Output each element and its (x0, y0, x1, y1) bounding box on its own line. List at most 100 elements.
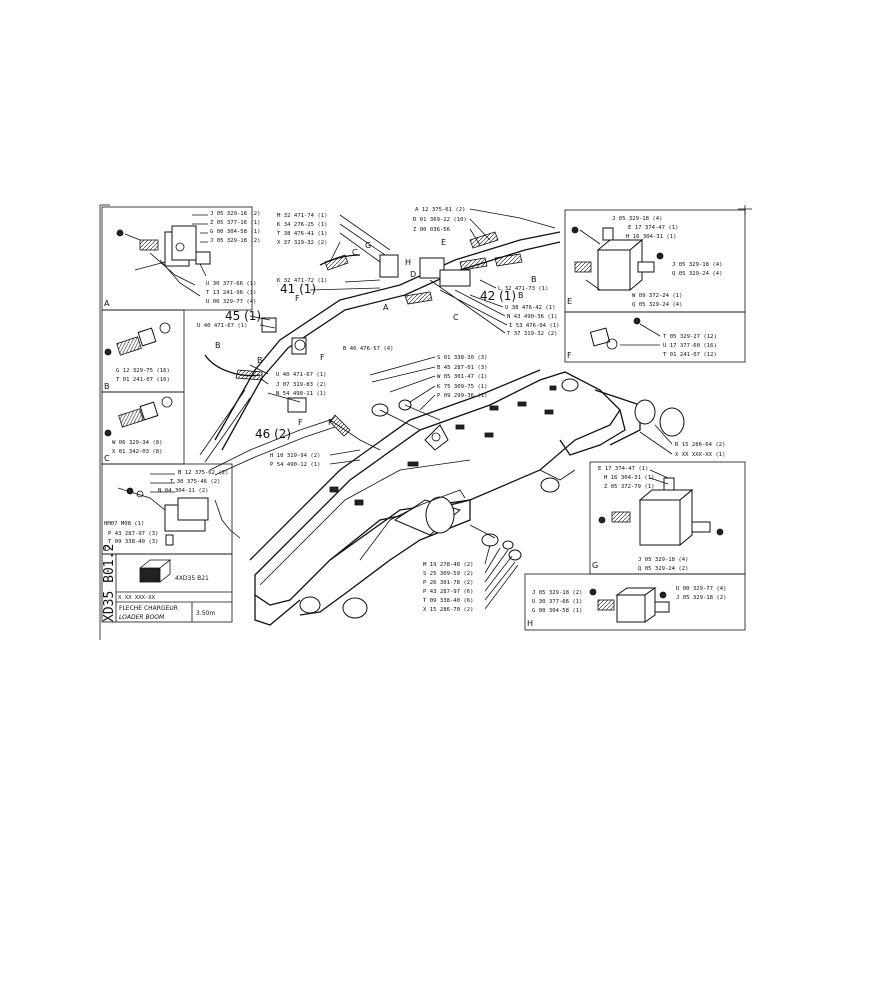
callouts-bottom: M 19 278-48 (2) S 25 309-59 (2) P 26 301… (423, 544, 519, 613)
svg-text:K 75 309-75 (1): K 75 309-75 (1) (437, 384, 488, 390)
svg-text:F: F (298, 418, 303, 427)
section-a-label: A (104, 299, 110, 308)
svg-text:T 13 241-96 (1): T 13 241-96 (1) (206, 290, 257, 296)
svg-text:N 43 490-36 (1): N 43 490-36 (1) (507, 314, 558, 320)
svg-text:E 17 374-47 (1): E 17 374-47 (1) (598, 466, 649, 472)
svg-text:T 09 338-40 (6): T 09 338-40 (6) (423, 598, 474, 604)
svg-text:T 05 329-27 (12): T 05 329-27 (12) (663, 334, 717, 340)
sheet-code: XD35 B01.2 (102, 544, 117, 622)
svg-text:E: E (441, 238, 446, 247)
svg-text:U 40 471-67 (1): U 40 471-67 (1) (276, 372, 327, 378)
section-e-box: E J 05 329-18 (4) E 17 374-47 (1) H 16 3… (564, 209, 746, 313)
svg-text:H 10 319-94 (2): H 10 319-94 (2) (270, 453, 321, 459)
svg-text:J 05 329-18 (2): J 05 329-18 (2) (210, 238, 261, 244)
svg-text:45 (1): 45 (1) (225, 309, 261, 323)
svg-text:H 16 304-31 (1): H 16 304-31 (1) (626, 234, 677, 240)
svg-text:P 43 287-97 (3): P 43 287-97 (3) (108, 531, 159, 537)
hydraulic-lines (199, 231, 561, 476)
section-g-box: G E 17 374-47 (1) H 16 304-31 (1) Z 05 3… (589, 461, 746, 575)
svg-text:F: F (328, 418, 333, 427)
svg-text:J 05 329-18 (2): J 05 329-18 (2) (210, 211, 261, 217)
size-note: 3.50m (196, 610, 215, 617)
svg-text:P 09 299-36 (1): P 09 299-36 (1) (437, 393, 488, 399)
svg-text:P 54 490-12 (1): P 54 490-12 (1) (270, 462, 321, 468)
svg-text:J 05 329-18 (4): J 05 329-18 (4) (638, 557, 689, 563)
section-c-label: C (104, 454, 110, 463)
section-a-box: A J 05 329-18 (2) Z 05 377-16 (1) G 00 3… (101, 206, 261, 311)
svg-text:T 09 338-40 (3): T 09 338-40 (3) (108, 539, 159, 545)
svg-text:C: C (453, 313, 459, 322)
svg-text:Z 05 372-79 (1): Z 05 372-79 (1) (604, 484, 655, 490)
svg-text:Q 05 329-24 (4): Q 05 329-24 (4) (632, 302, 683, 308)
svg-text:B: B (518, 291, 524, 300)
svg-text:F: F (295, 294, 300, 303)
callouts-mid: U 40 471-67 (1) J 07 319-83 (2) N 54 490… (249, 364, 361, 468)
section-g-label: G (592, 561, 598, 570)
svg-text:D: D (410, 270, 416, 279)
svg-text:S 25 309-59 (2): S 25 309-59 (2) (423, 571, 474, 577)
svg-text:G 12 329-75 (16): G 12 329-75 (16) (116, 368, 170, 374)
section-f-label: F (567, 351, 572, 360)
svg-text:X XX XXX-XX (1): X XX XXX-XX (1) (675, 452, 726, 458)
svg-text:U 40 471-67 (1): U 40 471-67 (1) (197, 323, 248, 329)
svg-text:Q 05 329-24 (4): Q 05 329-24 (4) (672, 271, 723, 277)
svg-text:W 09 372-24 (1): W 09 372-24 (1) (632, 293, 683, 299)
callouts-center: K 32 471-72 (1) 41 (1) 42 (1) U 40 471-6… (197, 278, 516, 352)
svg-text:B 45 287-01 (3): B 45 287-01 (3) (437, 365, 488, 371)
svg-text:B 46 476-57 (4): B 46 476-57 (4) (343, 346, 394, 352)
svg-text:P 26 301-78 (2): P 26 301-78 (2) (423, 580, 474, 586)
svg-text:R 15 286-64 (2): R 15 286-64 (2) (675, 442, 726, 448)
svg-text:J 05 329-18 (4): J 05 329-18 (4) (672, 262, 723, 268)
svg-text:S 01 338-30 (3): S 01 338-30 (3) (437, 355, 488, 361)
svg-text:E 17 374-47 (1): E 17 374-47 (1) (628, 225, 679, 231)
svg-text:B 12 375-62 (2): B 12 375-62 (2) (178, 470, 229, 476)
svg-text:G 00 304-58 (1): G 00 304-58 (1) (210, 229, 261, 235)
svg-text:W 06 329-34 (8): W 06 329-34 (8) (112, 440, 163, 446)
section-b-box: B G 12 329-75 (16) T 01 241-07 (16) (101, 309, 185, 393)
title-fr: FLECHE CHARGEUR (119, 605, 178, 612)
title-en: LOADER BOOM (119, 614, 165, 621)
letter-markers: G H D C A B B C F F B B F F E (215, 238, 537, 427)
svg-text:B: B (215, 341, 221, 350)
svg-text:M 32 471-74 (1): M 32 471-74 (1) (277, 213, 328, 219)
svg-text:B: B (257, 356, 263, 365)
svg-text:T 37 319-32 (2): T 37 319-32 (2) (507, 331, 558, 337)
svg-text:U 38 476-42 (1): U 38 476-42 (1) (505, 305, 556, 311)
svg-text:Z 00 036-56: Z 00 036-56 (413, 227, 450, 233)
svg-text:P 43 287-97 (6): P 43 287-97 (6) (423, 589, 474, 595)
callouts-pin: S 01 338-30 (3) B 45 287-01 (3) W 05 301… (369, 355, 488, 411)
svg-text:D 01 369-22 (10): D 01 369-22 (10) (413, 217, 467, 223)
svg-text:T 38 476-41 (1): T 38 476-41 (1) (277, 231, 328, 237)
svg-text:W 05 301-47 (1): W 05 301-47 (1) (437, 374, 488, 380)
callouts-left-top: M 32 471-74 (1) K 34 276-25 (1) T 38 476… (277, 213, 391, 263)
svg-text:U 30 377-66 (1): U 30 377-66 (1) (206, 281, 257, 287)
title-block: XD35 B01.2 4XD35 B21 X XX XXX-XX FLECHE … (101, 544, 233, 623)
section-c-box: C W 06 329-34 (8) X 01 342-03 (8) (101, 391, 185, 465)
svg-text:G: G (365, 241, 371, 250)
svg-text:U 00 329-77 (4): U 00 329-77 (4) (206, 299, 257, 305)
svg-text:X 37 319-32 (2): X 37 319-32 (2) (277, 240, 328, 246)
svg-text:HM07 M08 (1): HM07 M08 (1) (104, 521, 144, 527)
svg-text:T 01 241-07 (16): T 01 241-07 (16) (116, 377, 170, 383)
svg-text:J 07 319-83 (2): J 07 319-83 (2) (276, 382, 327, 388)
svg-text:M 19 278-48 (2): M 19 278-48 (2) (423, 562, 474, 568)
loader-boom (249, 369, 685, 626)
svg-text:Z 05 377-16 (1): Z 05 377-16 (1) (210, 220, 261, 226)
section-d-box: D B 12 375-62 (2) T 30 375-46 (2) N 04 3… (101, 463, 241, 555)
svg-text:J 05 329-18 (2): J 05 329-18 (2) (676, 595, 727, 601)
svg-text:46 (2): 46 (2) (255, 427, 291, 441)
svg-text:I 53 476-94 (1): I 53 476-94 (1) (509, 323, 560, 329)
svg-text:U 30 377-66 (1): U 30 377-66 (1) (532, 599, 583, 605)
svg-text:F: F (320, 353, 325, 362)
section-h-box: H J 05 329-18 (2) U 30 377-66 (1) G 00 3… (524, 573, 746, 631)
svg-text:A 12 375-61 (2): A 12 375-61 (2) (415, 207, 466, 213)
svg-text:U 17 377-60 (16): U 17 377-60 (16) (663, 343, 717, 349)
svg-text:41 (1): 41 (1) (280, 282, 316, 296)
svg-text:H: H (405, 258, 411, 267)
callouts-right-mid: L 32 471-73 (1) U 38 476-42 (1) N 43 490… (429, 279, 560, 337)
svg-text:H 16 304-31 (1): H 16 304-31 (1) (604, 475, 655, 481)
callouts-right: R 15 286-64 (2) X XX XXX-XX (1) (639, 424, 726, 458)
svg-text:X 01 342-03 (8): X 01 342-03 (8) (112, 449, 163, 455)
svg-text:U 00 329-77 (4): U 00 329-77 (4) (676, 586, 727, 592)
